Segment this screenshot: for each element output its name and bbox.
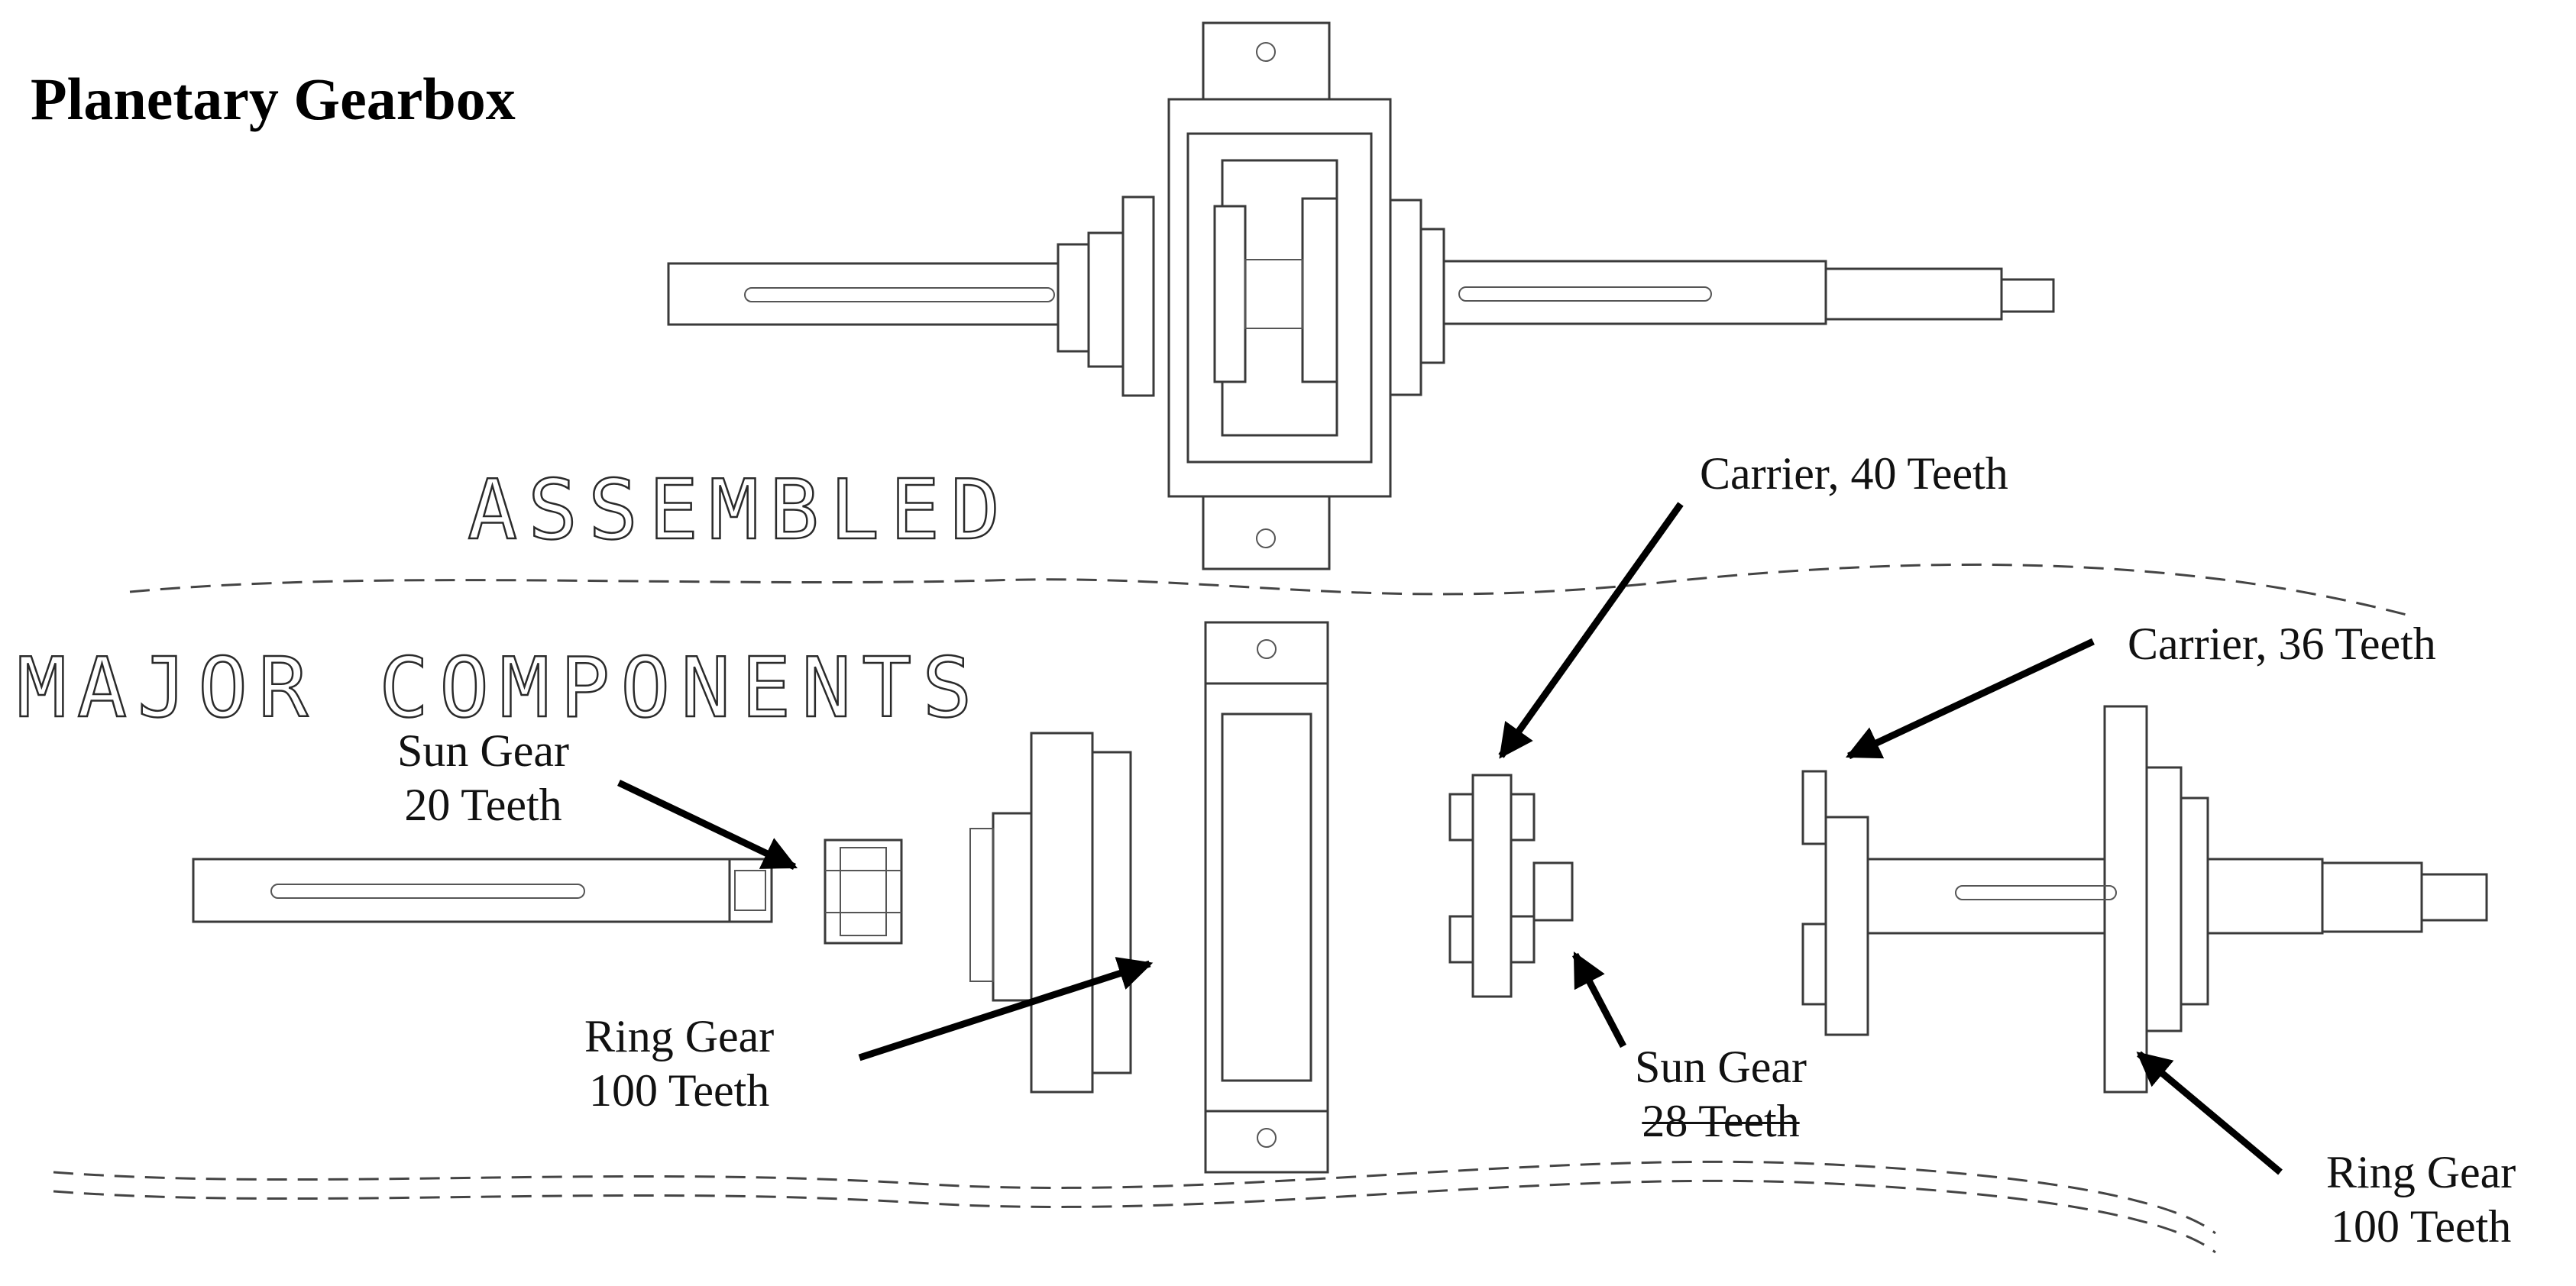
label-sun-gear-20: Sun Gear 20 Teeth [397,724,569,832]
component-input-shaft [192,858,773,923]
section-label-major-components: MAJOR COMPONENTS [16,641,983,736]
label-sun-gear-20-teeth: 20 Teeth [404,779,562,830]
assembled-keyway-right [1458,286,1712,302]
assembled-sun-center [1244,259,1303,329]
component-sun-gear-20 [824,838,903,945]
assembled-output-shaft [1435,260,1827,325]
assembled-keyway-left [744,287,1055,302]
arrow-sun-gear-20 [617,779,798,871]
assembled-sun-left [1087,231,1125,368]
assembled-bolt-hole-top [1256,42,1276,62]
label-ring-gear-right-teeth: 100 Teeth [2330,1200,2512,1252]
assembled-bolt-hole-bottom [1256,528,1276,548]
label-ring-gear-right-name: Ring Gear [2326,1147,2516,1197]
label-ring-gear-left-teeth: 100 Teeth [588,1065,770,1116]
label-sun-gear-28-name: Sun Gear [1635,1042,1807,1092]
assembled-gearbox [667,21,2055,570]
separator-line-2 [53,1160,2216,1235]
arrow-carrier-40 [1498,502,1684,759]
arrow-sun-gear-28 [1572,952,1626,1049]
component-output-shaft [1866,705,2488,1094]
separator-line-1 [129,563,2407,616]
assembled-flange-left [1121,195,1155,397]
label-sun-gear-20-name: Sun Gear [397,725,569,776]
diagram-title: Planetary Gearbox [31,66,516,132]
assembled-input-shaft [667,262,1075,326]
separator-line-3 [53,1179,2216,1254]
section-label-assembled: ASSEMBLED [467,463,1011,558]
label-ring-gear-left-name: Ring Gear [584,1011,775,1061]
assembled-bearing-left [1057,243,1090,353]
label-ring-gear-right: Ring Gear 100 Teeth [2326,1145,2516,1254]
assembled-planet-left [1213,205,1247,383]
component-ring-housing [1204,621,1329,1174]
assembled-shaft-step-1 [1824,267,2003,321]
label-sun-gear-28: Sun Gear 28 Teeth [1635,1040,1807,1149]
arrow-ring-gear-right [2136,1051,2283,1175]
assembled-flange-right [1389,199,1422,396]
label-carrier-36: Carrier, 36 Teeth [2128,619,2436,669]
arrow-ring-gear-left [858,957,1154,1061]
component-ring-flange-left [969,732,1132,1094]
label-ring-gear-left: Ring Gear 100 Teeth [584,1010,774,1118]
label-carrier-40: Carrier, 40 Teeth [1700,448,2008,499]
component-carrier-36 [1801,770,1869,1036]
assembled-shaft-step-2 [2000,278,2055,313]
label-sun-gear-28-teeth: 28 Teeth [1642,1095,1800,1146]
arrow-carrier-36 [1845,638,2095,760]
assembled-bearing-right [1419,228,1445,364]
assembled-planet-right [1301,197,1338,383]
component-carrier-40 [1448,774,1574,998]
